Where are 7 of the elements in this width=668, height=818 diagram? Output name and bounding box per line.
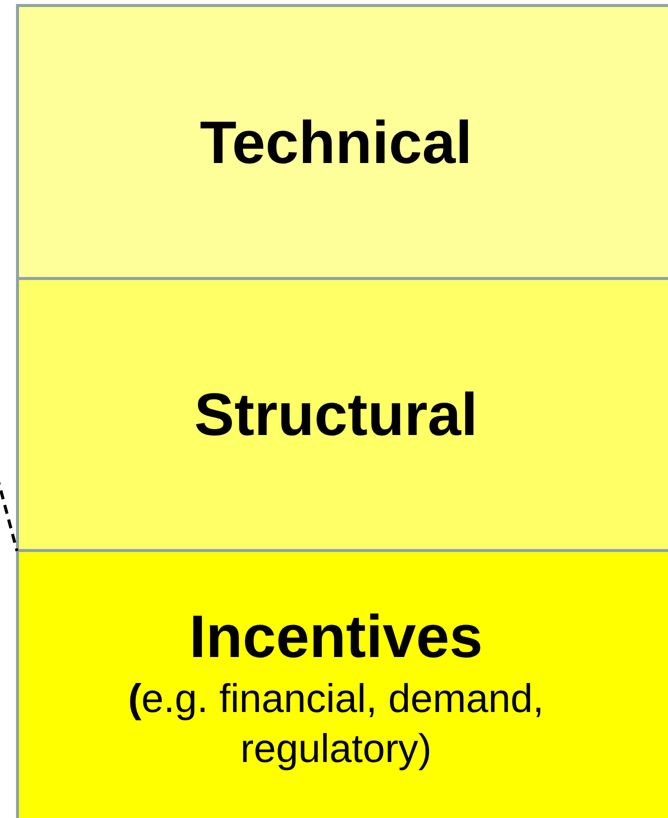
layer-title: Structural [194, 380, 478, 450]
layer-title: Incentives [189, 602, 483, 672]
layer-description: (e.g. financial, demand, regulatory) [127, 676, 545, 773]
layer-band [16, 549, 668, 818]
layer-band [16, 4, 668, 280]
layer-title: Technical [200, 108, 472, 178]
layer-band [16, 277, 668, 552]
